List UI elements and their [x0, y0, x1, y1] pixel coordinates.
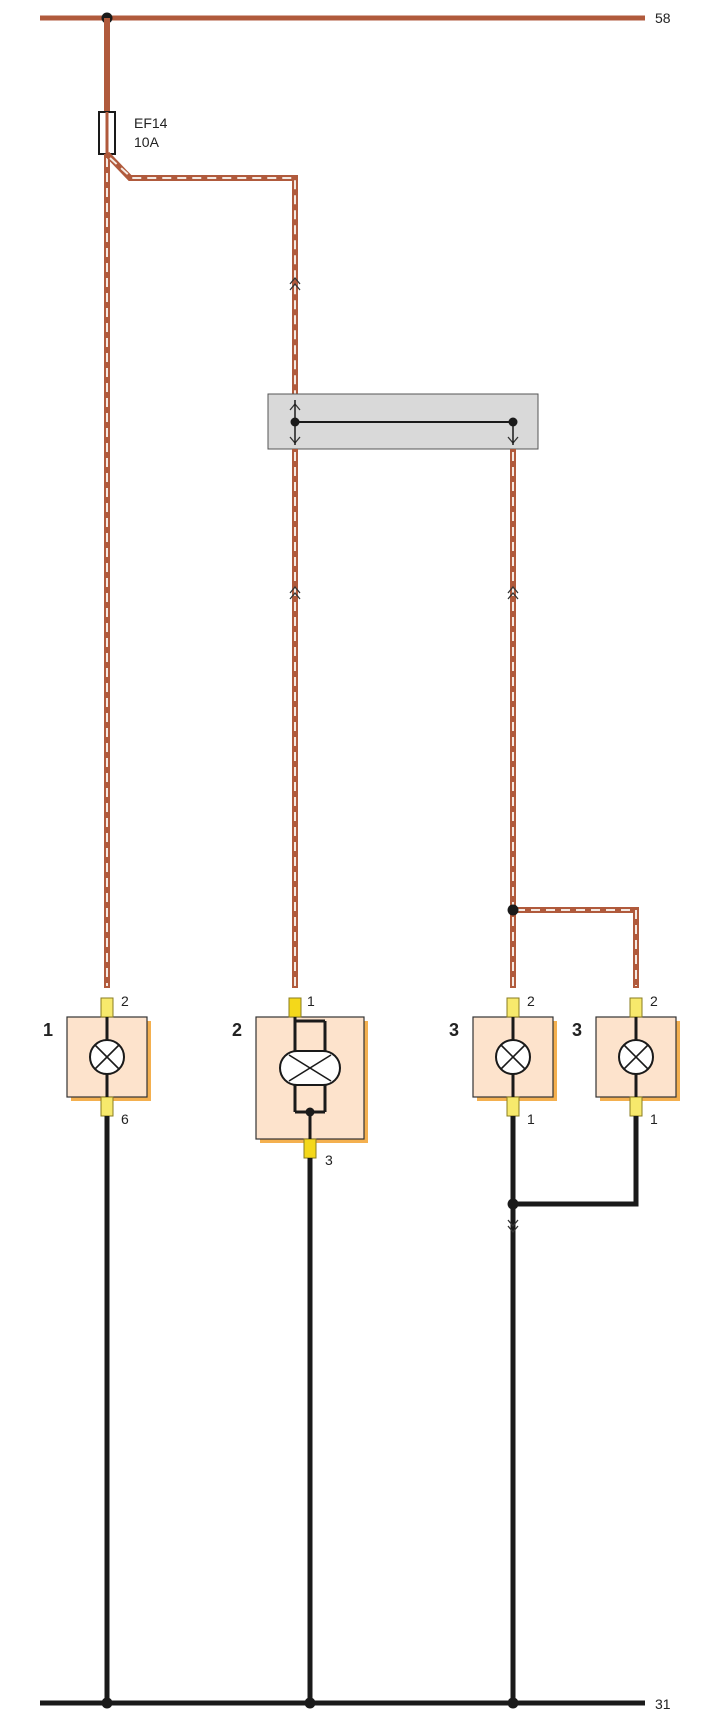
component-3a-pin-bottom: 1 — [527, 1111, 535, 1127]
component-1-pin-bottom: 6 — [121, 1111, 129, 1127]
connector-pin — [629, 1096, 643, 1117]
connector-pin — [100, 997, 114, 1018]
fuse-rating: 10A — [134, 134, 160, 150]
terminal-31-label: 31 — [655, 1696, 671, 1712]
junction-dot — [507, 1697, 519, 1709]
fuse-name: EF14 — [134, 115, 168, 131]
lamp-icon — [618, 1039, 654, 1075]
wire-fuse-to-switch — [104, 151, 298, 400]
connector-pin — [629, 997, 643, 1018]
connector-chevron-icon — [507, 585, 519, 600]
component-1-label: 1 — [43, 1020, 53, 1040]
component-2-pin-bottom: 3 — [325, 1152, 333, 1168]
double-filament-lamp-icon — [279, 1050, 341, 1086]
component-1 — [66, 997, 151, 1117]
connector-pin — [303, 1138, 317, 1159]
component-3b — [595, 997, 680, 1117]
component-2-label: 2 — [232, 1020, 242, 1040]
component-2 — [255, 997, 368, 1159]
component-3b-label: 3 — [572, 1020, 582, 1040]
lamp-icon — [495, 1039, 531, 1075]
connector-chevron-icon — [289, 585, 301, 600]
connector-pin — [288, 997, 302, 1018]
connector-pin — [506, 1096, 520, 1117]
junction-dot — [101, 1697, 113, 1709]
junction-dot — [304, 1697, 316, 1709]
component-3a — [472, 997, 557, 1117]
junction-dot — [507, 1198, 519, 1210]
wire-switch-to-c3 — [510, 449, 639, 988]
ground-wire-c3b — [513, 1116, 639, 1207]
connector-pin — [506, 997, 520, 1018]
lamp-icon — [89, 1039, 125, 1075]
component-3a-pin-top: 2 — [527, 993, 535, 1009]
terminal-58-label: 58 — [655, 10, 671, 26]
junction-dot — [507, 904, 519, 916]
component-2-pin-top: 1 — [307, 993, 315, 1009]
connector-chevron-icon — [507, 1219, 519, 1234]
connector-pin — [100, 1096, 114, 1117]
component-1-pin-top: 2 — [121, 993, 129, 1009]
component-3a-label: 3 — [449, 1020, 459, 1040]
component-3b-pin-bottom: 1 — [650, 1111, 658, 1127]
connector-chevron-icon — [289, 276, 301, 291]
component-3b-pin-top: 2 — [650, 993, 658, 1009]
